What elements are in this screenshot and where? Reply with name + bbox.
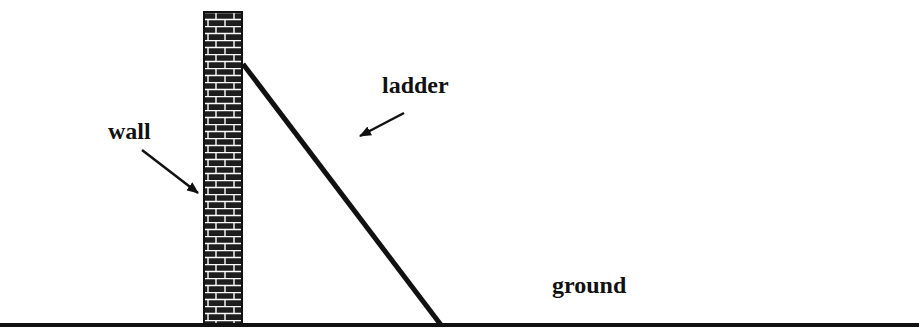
part-label: wall: [108, 118, 151, 144]
part-label: ground: [552, 272, 626, 298]
ladder-line: [243, 64, 441, 325]
leader-arrow: [360, 113, 404, 136]
ground-line: [0, 323, 919, 327]
brick-wall: [204, 12, 242, 325]
leader-arrow: [142, 150, 198, 193]
part-label: ladder: [382, 72, 449, 98]
